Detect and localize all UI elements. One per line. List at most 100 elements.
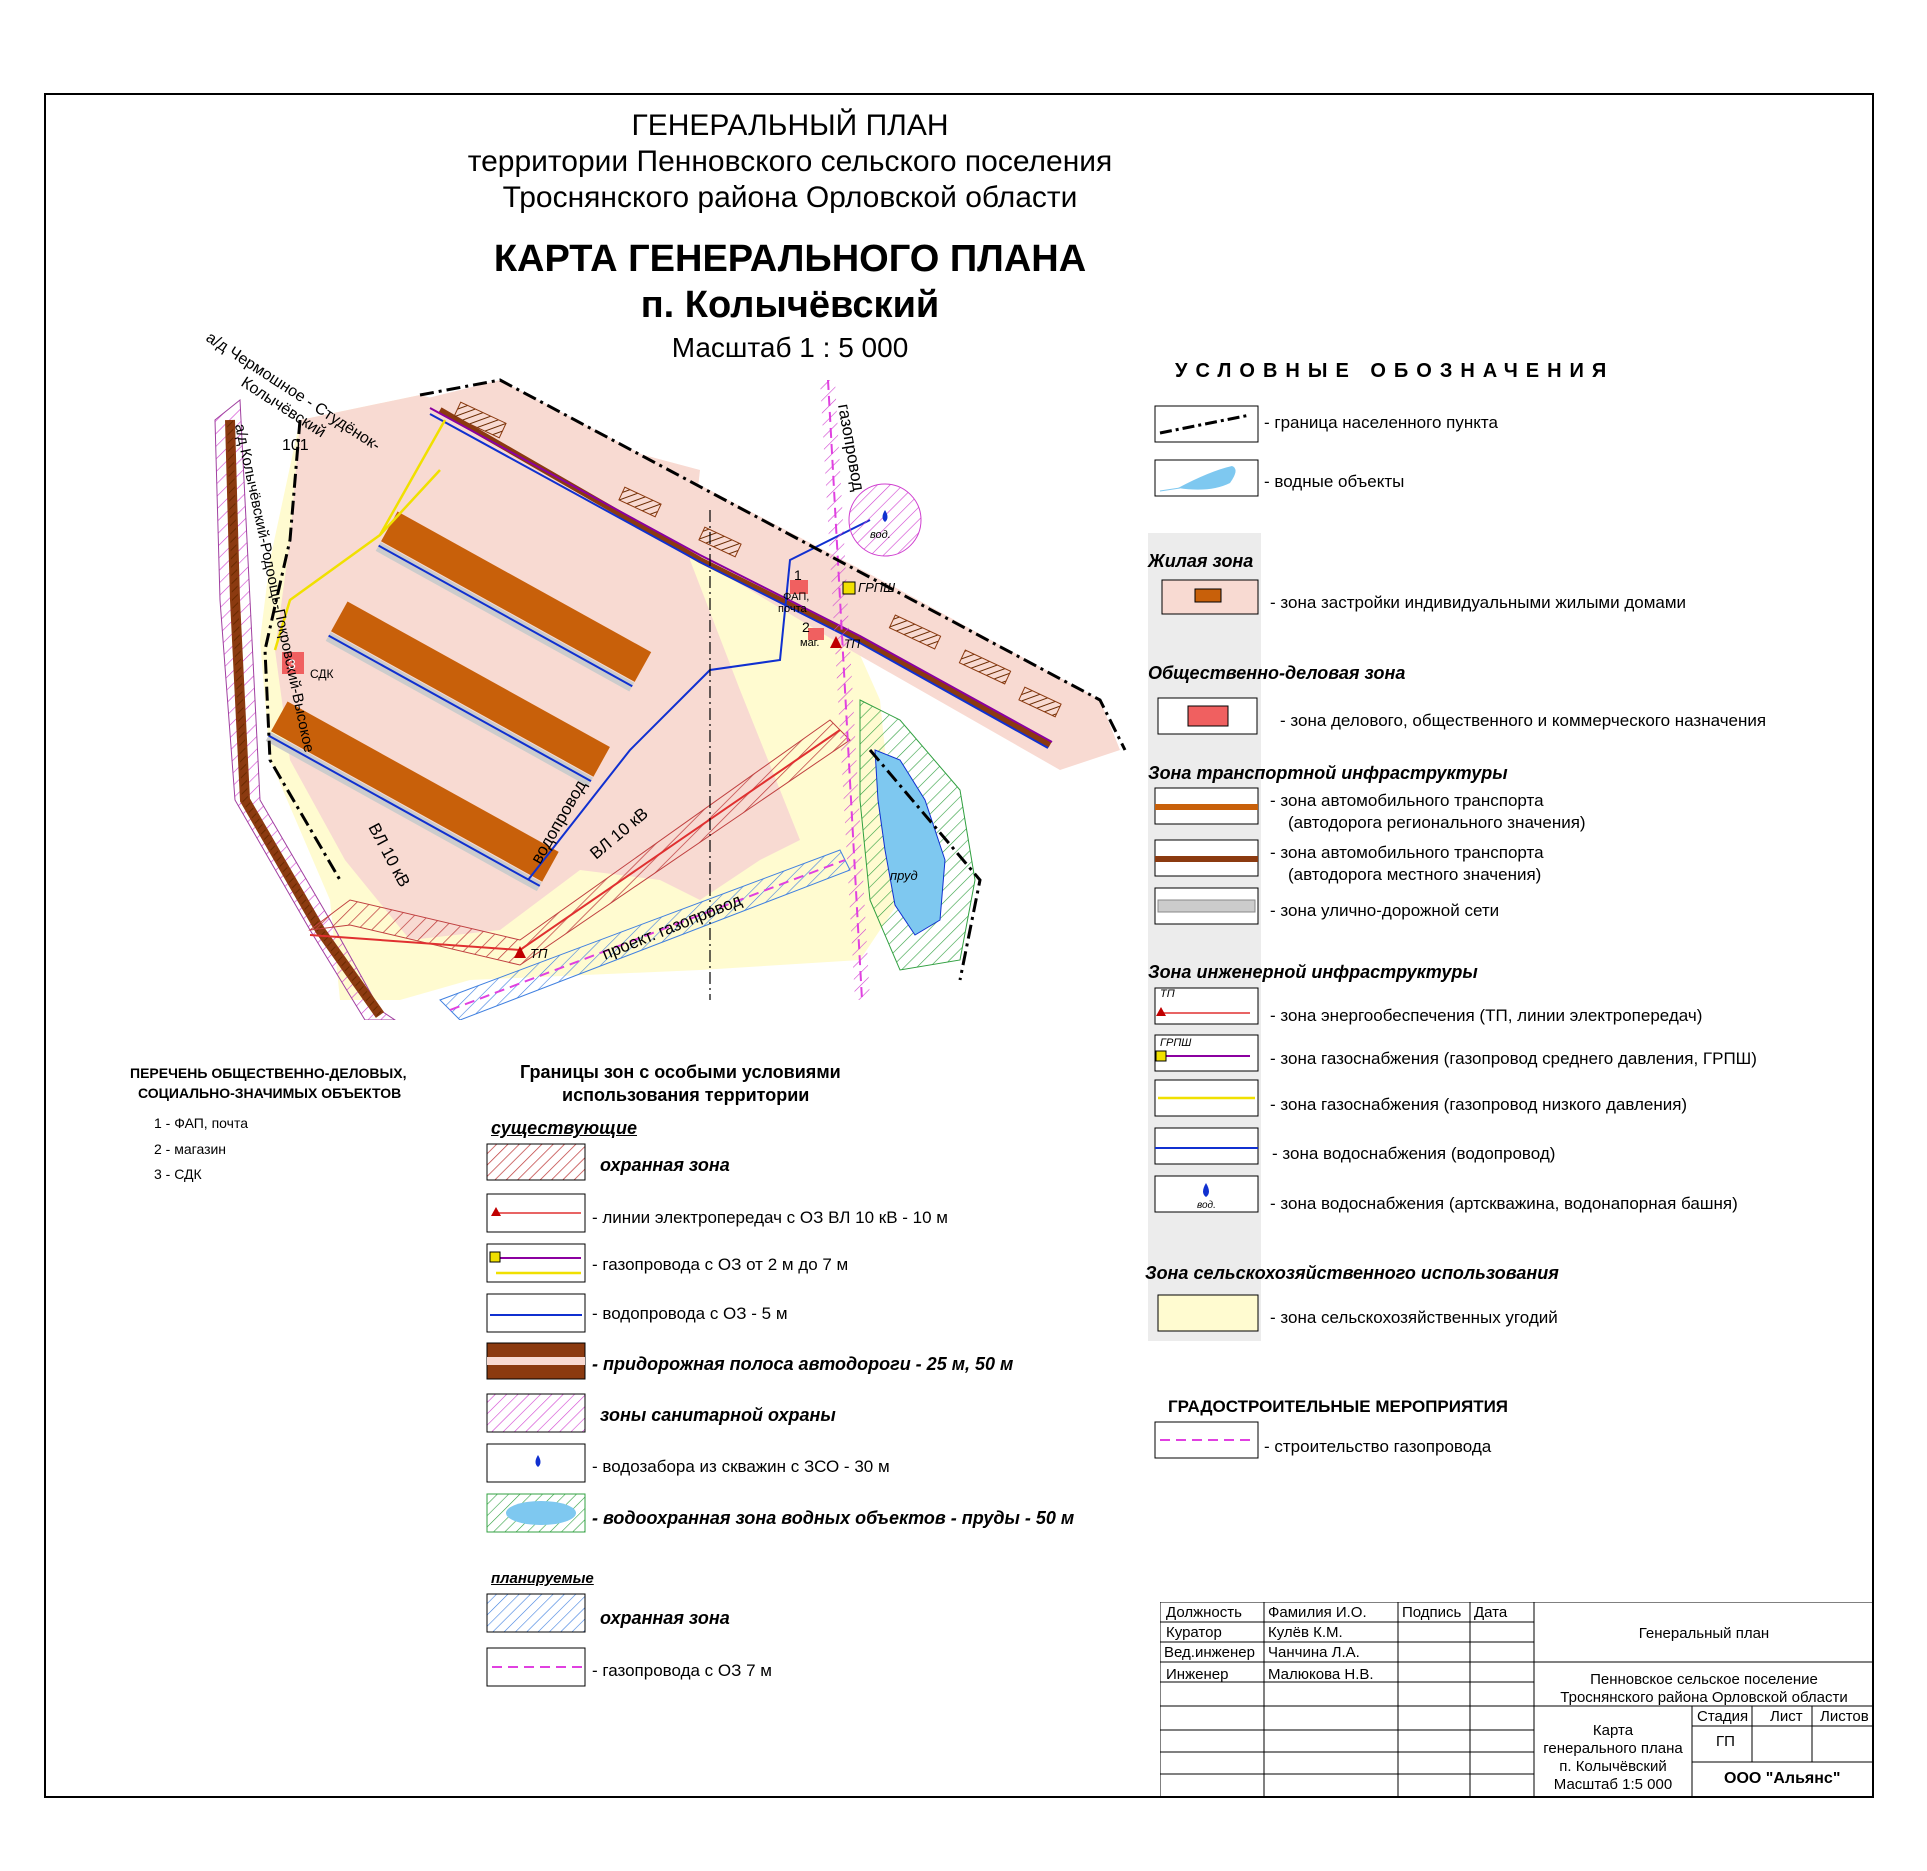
legend-symbol-vod: вод. <box>1197 1200 1216 1211</box>
legend-gas-construction: - строительство газопровода <box>1264 1437 1492 1456</box>
legend-street: - зона улично-дорожной сети <box>1270 901 1500 920</box>
gas-mid-line <box>429 407 1053 743</box>
settlement-boundary <box>263 378 1127 981</box>
tb-row-position: Вед.инженер <box>1164 1644 1255 1661</box>
public-zone-sdk <box>282 652 304 674</box>
objects-list-item: 2 - магазин <box>154 1141 227 1157</box>
tb-sheet-title: Карта генерального плана п. Колычёвский … <box>1534 1722 1692 1794</box>
label-vod: вод. <box>870 529 891 541</box>
legend-road-local: - зона автомобильного транспорта (автодо… <box>1270 842 1544 886</box>
tb-header-date: Дата <box>1474 1604 1508 1621</box>
legend-road-regional-2: (автодорога регионального значения) <box>1288 813 1586 832</box>
zone-heading-engineering: Зона инженерной инфраструктуры <box>1148 962 1478 982</box>
tp-marker-2 <box>514 946 526 958</box>
objects-list-item: 3 - СДК <box>154 1166 202 1182</box>
map-frame <box>44 93 1874 1798</box>
water-line <box>429 413 1049 749</box>
legend-agri: - зона сельскохозяйственных угодий <box>1270 1308 1558 1327</box>
legend-boundary: - граница населенного пункта <box>1264 413 1498 432</box>
tb-lists-header: Листов <box>1820 1708 1869 1725</box>
legend-water-pipe: - зона водоснабжения (водопровод) <box>1272 1144 1556 1163</box>
zone-water-protection: - водоохранная зона водных объектов - пр… <box>592 1508 1075 1528</box>
gas-low-line <box>273 419 447 651</box>
objects-list-title-1: ПЕРЕЧЕНЬ ОБЩЕСТВЕННО-ДЕЛОВЫХ, <box>130 1065 407 1081</box>
legend-symbol-grpsh: ГРПШ <box>1160 1037 1192 1049</box>
public-zone-fap <box>790 580 808 594</box>
zone-protection: охранная зона <box>600 1155 730 1175</box>
legend-road-local-2: (автодорога местного значения) <box>1288 865 1542 884</box>
zone-gas-pipe: - газопровода с ОЗ от 2 м до 7 м <box>592 1255 849 1274</box>
label-pochta: почта <box>778 603 807 615</box>
tb-row-name: Малюкова Н.В. <box>1268 1666 1374 1683</box>
tb-org-2: Троснянского района Орловской области <box>1560 1689 1848 1706</box>
pond <box>874 749 946 936</box>
label-num-3: 3 <box>288 656 296 672</box>
legend-road-regional: - зона автомобильного транспорта (автодо… <box>1270 790 1586 834</box>
grpsh-marker <box>842 581 856 595</box>
objects-list-title-2: СОЦИАЛЬНО-ЗНАЧИМЫХ ОБЪЕКТОВ <box>138 1085 402 1101</box>
zone-water-intake: - водозабора из скважин с ЗСО - 30 м <box>592 1457 890 1476</box>
legend-road-regional-1: - зона автомобильного транспорта <box>1270 791 1544 810</box>
legend-water: - водные объекты <box>1264 472 1405 491</box>
zone-roadside: - придорожная полоса автодороги - 25 м, … <box>592 1354 1014 1374</box>
legend-water-well: - зона водоснабжения (артскважина, водон… <box>1270 1194 1738 1213</box>
tb-org-1: Пенновское сельское поселение <box>1590 1671 1818 1688</box>
map-title-line: КАРТА ГЕНЕРАЛЬНОГО ПЛАНА <box>493 238 1087 280</box>
header-line-1: ГЕНЕРАЛЬНЫЙ ПЛАН <box>631 109 949 142</box>
zone-water-pipe: - водопровода с ОЗ - 5 м <box>592 1304 788 1323</box>
legend-gas-mid: - зона газоснабжения (газопровод среднег… <box>1270 1049 1757 1068</box>
label-fap: ФАП, <box>783 591 809 603</box>
special-zones-swatches <box>486 1143 586 1533</box>
tb-sheet-line-3: п. Колычёвский <box>1559 1758 1667 1775</box>
legend-road-local-1: - зона автомобильного транспорта <box>1270 843 1544 862</box>
tb-stage-value: ГП <box>1716 1733 1735 1750</box>
tb-list-header: Лист <box>1770 1708 1803 1725</box>
road-regional-inner <box>227 419 383 1017</box>
measures-title: ГРАДОСТРОИТЕЛЬНЫЕ МЕРОПРИЯТИЯ <box>1168 1397 1509 1416</box>
zone-heading-residential: Жилая зона <box>1148 551 1254 571</box>
tb-header-position: Должность <box>1166 1604 1242 1621</box>
tp-marker-1 <box>830 636 842 648</box>
legend-power: - зона энергообеспечения (ТП, линии элек… <box>1270 1006 1703 1025</box>
tb-company: ООО "Альянс" <box>1724 1770 1841 1787</box>
tb-sheet-line-2: генерального плана <box>1543 1740 1683 1757</box>
label-grpsh: ГРПШ <box>858 580 895 595</box>
label-pond: пруд <box>890 868 918 883</box>
planned-gas-zone: - газопровода с ОЗ 7 м <box>592 1661 772 1680</box>
title-block-lines <box>1160 1602 1874 1798</box>
zone-power-line: - линии электропередач с ОЗ ВЛ 10 кВ - 1… <box>592 1208 948 1227</box>
housing-blocks <box>265 511 652 892</box>
legend-symbol-tp: ТП <box>1160 988 1175 1000</box>
water-pipe <box>527 519 871 881</box>
tb-doc-title: Генеральный план <box>1638 1625 1770 1642</box>
label-tp-1: ТП <box>844 637 860 651</box>
legend-public: - зона делового, общественного и коммерч… <box>1280 711 1767 730</box>
objects-list-item: 1 - ФАП, почта <box>154 1115 248 1131</box>
zone-heading-agri: Зона сельскохозяйственного использования <box>1145 1263 1559 1283</box>
special-zones-title-2: использования территории <box>562 1085 810 1105</box>
tb-stage-header: Стадия <box>1697 1708 1749 1725</box>
existing-heading: существующие <box>491 1118 638 1138</box>
map-scale: Масштаб 1 : 5 000 <box>671 332 909 363</box>
zone-heading-public: Общественно-деловая зона <box>1148 663 1406 683</box>
map-title: КАРТА ГЕНЕРАЛЬНОГО ПЛАНА п. Колычёвский <box>230 236 1350 328</box>
label-num-2: 2 <box>802 619 810 635</box>
tb-row-position: Инженер <box>1166 1666 1229 1683</box>
zone-heading-transport: Зона транспортной инфраструктуры <box>1148 763 1508 783</box>
planned-heading: планируемые <box>491 1570 594 1587</box>
tb-sheet-line-1: Карта <box>1592 1722 1634 1739</box>
zone-sanitary: зоны санитарной охраны <box>600 1405 836 1425</box>
tb-row-position: Куратор <box>1166 1624 1222 1641</box>
tb-sheet-line-4: Масштаб 1:5 000 <box>1553 1776 1673 1793</box>
legend-title: УСЛОВНЫЕ ОБОЗНАЧЕНИЯ <box>1175 360 1615 382</box>
legend-residential: - зона застройки индивидуальными жилыми … <box>1270 593 1687 612</box>
tb-header-name: Фамилия И.О. <box>1268 1604 1367 1621</box>
proj-gas-line <box>449 859 846 1011</box>
houses-north <box>453 401 1062 718</box>
header-line-2: территории Пенновского сельского поселен… <box>467 145 1113 178</box>
planned-swatches <box>486 1593 586 1687</box>
tb-row-name: Чанчина Л.А. <box>1268 1644 1360 1661</box>
legend-gas-low: - зона газоснабжения (газопровод низкого… <box>1270 1095 1688 1114</box>
settlement-map: а/д Чермошное - Студёнок- Колычёвский а/… <box>203 329 1127 1020</box>
settlement-name: п. Колычёвский <box>640 284 940 326</box>
